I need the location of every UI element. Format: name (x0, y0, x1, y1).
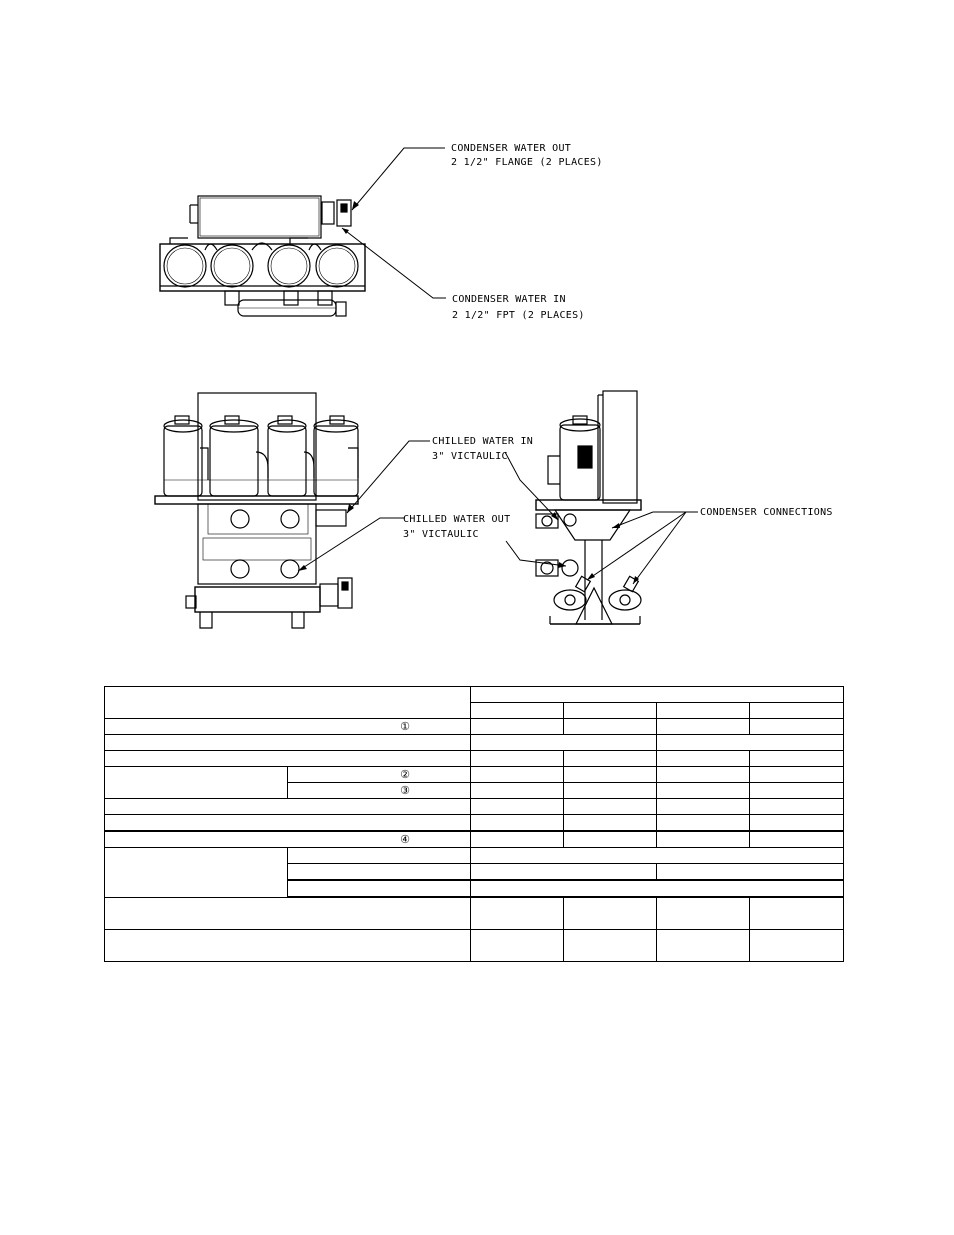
top-view (159, 195, 366, 317)
note-marker-1: ① (400, 721, 410, 733)
table-cell (470, 718, 564, 735)
table-cell (563, 798, 657, 815)
specification-table: ① ② ③ ④ (104, 686, 844, 962)
table-cell (563, 814, 657, 832)
table-cell: ② (287, 766, 471, 783)
table-cell (470, 863, 657, 881)
table-cell (656, 750, 750, 767)
table-cell (470, 798, 564, 815)
table-cell (563, 766, 657, 783)
table-cell (470, 702, 564, 719)
table-cell (749, 830, 844, 848)
table-row (104, 814, 844, 832)
table-cell (104, 929, 471, 962)
table-row (105, 863, 844, 881)
table-row (104, 896, 844, 930)
table-cell (563, 830, 657, 848)
table-cell (656, 718, 750, 735)
table-cell (287, 847, 471, 864)
table-cell (749, 798, 844, 815)
table-row: ④ (104, 830, 844, 848)
table-cell (104, 750, 471, 767)
table-cell (104, 896, 471, 930)
note-marker-2: ② (400, 769, 410, 781)
table-cell (749, 814, 844, 832)
table-cell (656, 830, 750, 848)
table-cell (104, 686, 471, 719)
table-cell (656, 896, 750, 930)
table-cell (104, 766, 288, 799)
table-cell (563, 718, 657, 735)
table-row (104, 750, 844, 767)
table-cell (470, 847, 844, 864)
callout-chilled-water-in-line1: CHILLED WATER IN (432, 436, 533, 447)
table-row: ③ (105, 782, 844, 799)
table-row: ① (104, 718, 844, 735)
table-cell (749, 782, 844, 799)
table-cell (470, 814, 564, 832)
table-cell (563, 782, 657, 799)
table-cell (656, 929, 750, 962)
callout-chilled-water-in-line2: 3" VICTAULIC (432, 451, 508, 462)
table-cell (104, 847, 288, 898)
note-marker-3: ③ (400, 785, 410, 797)
table-cell: ③ (287, 782, 471, 799)
table-cell (749, 929, 844, 962)
table-cell (470, 686, 844, 703)
note-marker-4: ④ (400, 834, 410, 846)
table-cell (749, 702, 844, 719)
callout-condenser-water-out-line2: 2 1/2" FLANGE (2 PLACES) (451, 157, 603, 168)
table-cell (656, 702, 750, 719)
table-row (104, 798, 844, 815)
callout-condenser-water-out-line1: CONDENSER WATER OUT (451, 143, 571, 154)
table-cell (470, 830, 564, 848)
front-view (154, 392, 359, 629)
table-cell (563, 896, 657, 930)
table-cell (656, 766, 750, 783)
table-cell (563, 702, 657, 719)
table-row (105, 879, 844, 898)
table-cell (563, 750, 657, 767)
table-cell (104, 814, 471, 832)
table-cell (470, 750, 564, 767)
table-row: ② (104, 766, 844, 799)
callout-condenser-water-in-line2: 2 1/2" FPT (2 PLACES) (452, 310, 585, 321)
table-cell (563, 929, 657, 962)
table-cell (749, 896, 844, 930)
table-cell (656, 863, 844, 881)
table-cell (656, 798, 750, 815)
table-cell (749, 766, 844, 783)
table-cell (749, 750, 844, 767)
table-cell (104, 798, 471, 815)
table-cell: ④ (104, 830, 471, 848)
table-cell (470, 896, 564, 930)
table-cell (470, 766, 564, 783)
table-cell: ① (104, 718, 471, 735)
table-cell (470, 879, 844, 898)
table-cell (656, 814, 750, 832)
table-row (105, 702, 844, 719)
table-cell (656, 782, 750, 799)
callout-condenser-connections: CONDENSER CONNECTIONS (700, 507, 833, 518)
callout-chilled-water-out-line1: CHILLED WATER OUT (403, 514, 510, 525)
unit-dimension-drawing: CONDENSER WATER OUT 2 1/2" FLANGE (2 PLA… (154, 143, 833, 629)
table-cell (749, 718, 844, 735)
table-row (104, 686, 844, 719)
callout-chilled-water-out-line2: 3" VICTAULIC (403, 529, 479, 540)
table-cell (104, 734, 471, 751)
table-row (104, 734, 844, 751)
table-cell (470, 782, 564, 799)
table-cell (656, 734, 844, 751)
table-row (104, 929, 844, 962)
table-cell (287, 879, 471, 898)
table-row (104, 847, 844, 898)
table-cell (470, 929, 564, 962)
side-view (535, 390, 642, 625)
table-cell (470, 734, 657, 751)
callout-condenser-water-in-line1: CONDENSER WATER IN (452, 294, 566, 305)
table-cell (287, 863, 471, 881)
